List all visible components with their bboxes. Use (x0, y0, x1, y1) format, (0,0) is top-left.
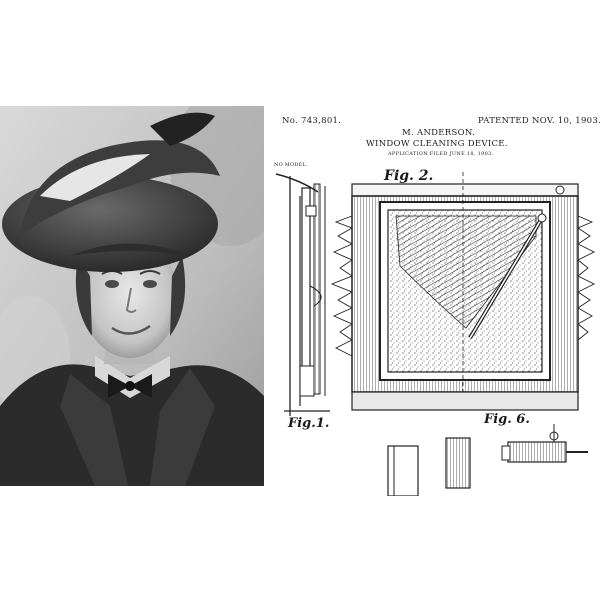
figure-detail-h (387, 437, 471, 496)
patent-drawing: No. 743,801. PATENTED NOV. 10, 1903. M. … (270, 106, 600, 496)
patent-model: NO MODEL. (274, 162, 308, 168)
patent-date: PATENTED NOV. 10, 1903. (478, 116, 600, 126)
figure-6 (501, 424, 588, 463)
portrait-photo (0, 106, 264, 486)
figure-2 (330, 172, 596, 411)
patent-inventor: M. ANDERSON. (402, 128, 476, 138)
patent-title: WINDOW CLEANING DEVICE. (366, 139, 508, 149)
figure-6-label: Fig. 6. (484, 412, 530, 427)
figure-1 (275, 173, 330, 416)
figure-1-label: Fig.1. (288, 416, 330, 431)
patent-filed: APPLICATION FILED JUNE 18, 1903. (388, 151, 494, 157)
figure-2-label: Fig. 2. (384, 168, 434, 184)
patent-number: No. 743,801. (282, 116, 342, 126)
portrait-image (0, 106, 264, 486)
patent-figures (275, 172, 596, 496)
